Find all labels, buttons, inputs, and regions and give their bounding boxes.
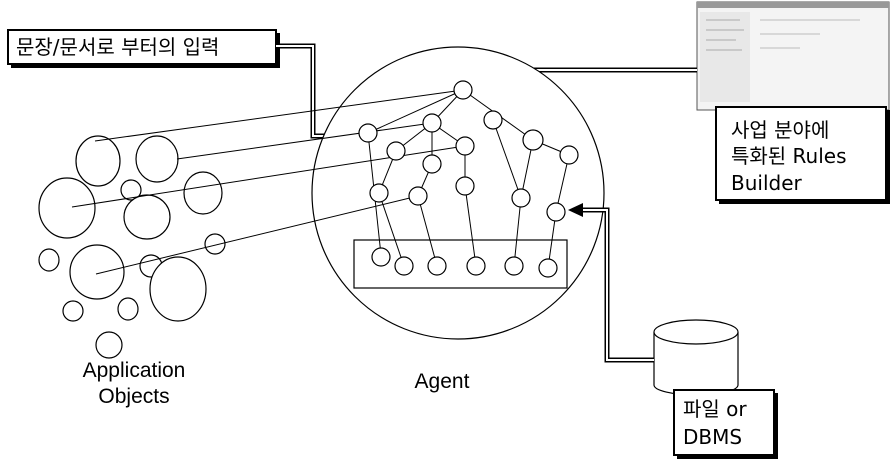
rules-builder-line3: Builder <box>731 171 803 195</box>
agent-circle <box>311 46 605 340</box>
agent-node <box>559 145 579 165</box>
agent-node <box>369 183 389 203</box>
app-object-circle <box>117 297 139 321</box>
db-arrow <box>568 203 654 363</box>
agent-node <box>466 256 486 276</box>
agent-node <box>394 256 414 276</box>
app-object-circle <box>95 331 123 359</box>
input-box-label: 문장/문서로 부터의 입력 <box>16 35 219 59</box>
input-box: 문장/문서로 부터의 입력 <box>7 29 280 68</box>
app-object-circle <box>183 171 223 215</box>
agent-node <box>483 110 503 130</box>
agent-node <box>427 256 447 276</box>
agent-node <box>522 129 544 151</box>
application-objects-label-line1: Application <box>83 359 186 382</box>
agent-node <box>358 123 378 143</box>
app-object-circle <box>75 135 121 187</box>
app-object-circle <box>123 194 171 240</box>
agent-node <box>504 256 524 276</box>
agent-node <box>538 258 558 278</box>
app-object-circle <box>38 248 60 272</box>
agent-node <box>546 202 566 222</box>
agent-node <box>422 113 442 133</box>
rules-builder-line2: 특화된 Rules <box>731 144 847 168</box>
app-object-circle <box>135 135 179 183</box>
file-box-line1: 파일 or <box>683 397 747 421</box>
agent-node <box>455 136 475 156</box>
rules-builder-line1: 사업 분야에 <box>731 118 829 142</box>
agent-node <box>453 80 473 100</box>
file-box-line2: DBMS <box>683 425 742 449</box>
app-object-circle <box>62 300 84 322</box>
file-dbms-box: 파일 or DBMS <box>673 389 778 459</box>
database-cylinder-icon <box>653 319 739 396</box>
agent-node <box>422 154 442 174</box>
app-object-circle <box>38 177 96 239</box>
app-object-circle <box>120 179 142 201</box>
agent-node <box>371 247 391 267</box>
agent-node <box>511 188 531 208</box>
agent-nodes <box>358 80 579 278</box>
app-object-circle <box>69 244 125 300</box>
agent-node <box>455 176 475 196</box>
app-object-circle <box>204 233 226 255</box>
agent-node <box>408 186 428 206</box>
application-objects-label-line2: Objects <box>98 385 169 408</box>
application-objects-cluster <box>38 135 226 359</box>
agent-base-rect <box>353 239 568 289</box>
app-object-circle <box>149 256 207 322</box>
rules-builder-box: 사업 분야에 특화된 Rules Builder <box>715 106 890 204</box>
agent-node <box>386 141 406 161</box>
rules-builder-screenshot <box>696 1 890 111</box>
agent-label: Agent <box>415 370 470 393</box>
